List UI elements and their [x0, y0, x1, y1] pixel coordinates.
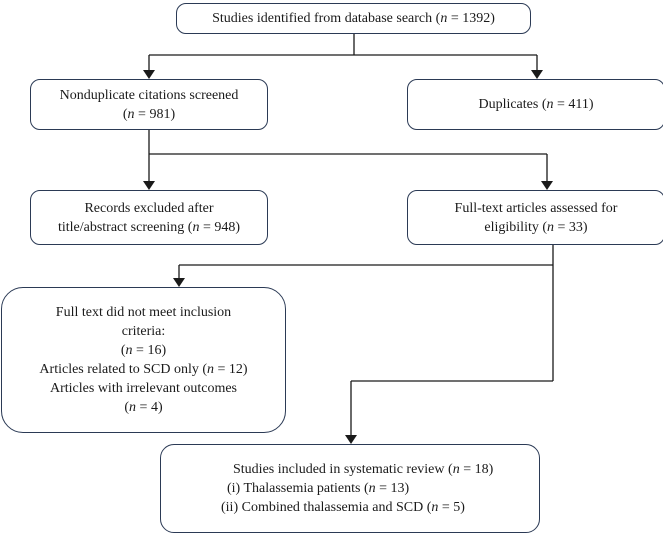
- not-met-line5: Articles with irrelevant outcomes: [50, 381, 237, 396]
- not-met-line2: criteria:: [121, 324, 166, 339]
- identified-box: Studies identified from database search …: [176, 3, 531, 34]
- arrow-to-screened: [143, 70, 155, 79]
- screened-line2: (n = 981): [122, 106, 176, 122]
- not-met-line4: Articles related to SCD only (n = 12): [39, 362, 248, 377]
- screened-box: Nonduplicate citations screened (n = 981…: [30, 79, 268, 130]
- included-item2: (ii) Combined thalassemia and SCD (n = 5…: [221, 500, 465, 515]
- excluded-line1: Records excluded after: [84, 200, 214, 216]
- fulltext-line2: eligibility (n = 33): [484, 219, 588, 235]
- duplicates-box: Duplicates (n = 411): [407, 79, 663, 130]
- not-met-line6: (n = 4): [124, 400, 163, 415]
- fulltext-line1: Full-text articles assessed for: [454, 200, 618, 216]
- excluded-box: Records excluded after title/abstract sc…: [30, 190, 268, 245]
- identified-text: Studies identified from database search …: [212, 11, 495, 26]
- not-met-line3: (n = 16): [120, 343, 167, 358]
- screened-line1: Nonduplicate citations screened: [59, 87, 239, 103]
- fulltext-box: Full-text articles assessed for eligibil…: [407, 190, 663, 245]
- excluded-line2: title/abstract screening (n = 948): [57, 219, 241, 235]
- arrow-to-fulltext: [541, 181, 553, 190]
- not-met-line1: Full text did not meet inclusion: [55, 305, 232, 320]
- included-line1: Studies included in systematic review (n…: [233, 462, 494, 477]
- arrow-to-included: [345, 435, 357, 444]
- arrow-to-duplicates: [531, 70, 543, 79]
- included-item1: (i) Thalassemia patients (n = 13): [227, 481, 410, 496]
- not-met-box: Full text did not meet inclusion criteri…: [1, 287, 286, 433]
- arrow-to-excluded: [143, 181, 155, 190]
- duplicates-text: Duplicates (n = 411): [478, 97, 594, 112]
- included-box: Studies included in systematic review (n…: [160, 444, 540, 533]
- arrow-to-notmet: [173, 278, 185, 287]
